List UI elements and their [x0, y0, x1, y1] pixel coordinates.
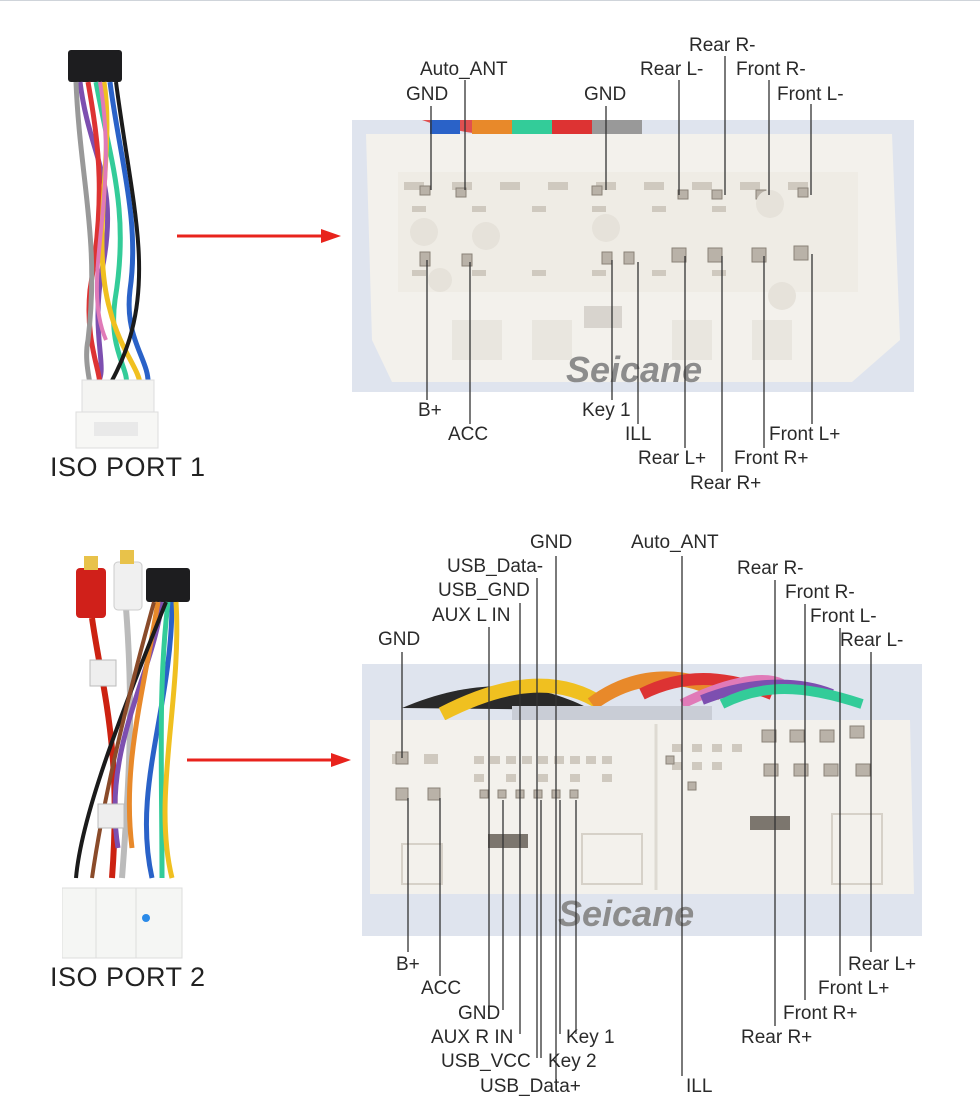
label-front-r-plus: Front R+ [783, 1003, 858, 1024]
label-key-2: Key 2 [548, 1051, 597, 1072]
label-front-l-minus: Front L- [810, 606, 877, 627]
connector-2-image: Seicane [362, 664, 922, 936]
label-auto-ant: Auto_ANT [631, 532, 719, 553]
label-front-l-plus: Front L+ [818, 978, 890, 999]
label-ill: ILL [625, 424, 652, 445]
label-rear-r-minus: Rear R- [689, 35, 756, 56]
label-usb-data-minus: USB_Data- [447, 556, 544, 577]
label-front-l-minus: Front L- [777, 84, 844, 105]
label-gnd: GND [530, 532, 573, 553]
label-key-1: Key 1 [566, 1027, 615, 1048]
label-gnd: GND [406, 84, 449, 105]
label-key-1: Key 1 [582, 400, 631, 421]
label-usb-vcc: USB_VCC [441, 1051, 531, 1072]
label-b-plus: B+ [396, 954, 420, 975]
label-front-r-minus: Front R- [785, 582, 855, 603]
label-aux-r-in: AUX R IN [431, 1027, 514, 1048]
connector-1-image: Seicane [352, 120, 914, 392]
harness-2-image [62, 550, 190, 959]
label-rear-r-plus: Rear R+ [690, 473, 762, 494]
label-usb-gnd: USB_GND [438, 580, 530, 601]
label-gnd: GND [458, 1003, 501, 1024]
label-aux-l-in: AUX L IN [432, 605, 511, 626]
arrow-icon [187, 753, 351, 767]
label-rear-r-plus: Rear R+ [741, 1027, 813, 1048]
watermark-2: Seicane [558, 893, 694, 934]
label-gnd: GND [584, 84, 627, 105]
port-2-title: ISO PORT 2 [50, 962, 206, 992]
connector-1-leaders [426, 56, 813, 472]
label-usb-data-plus: USB_Data+ [480, 1076, 581, 1097]
label-front-r-minus: Front R- [736, 59, 806, 80]
label-auto-ant: Auto_ANT [420, 59, 508, 80]
label-rear-l-minus: Rear L- [640, 59, 704, 80]
top-divider [0, 0, 980, 1]
watermark-1: Seicane [566, 349, 702, 390]
port-1-title: ISO PORT 1 [50, 452, 206, 482]
connector-2-leaders [401, 556, 872, 1082]
label-rear-l-minus: Rear L- [840, 630, 904, 651]
arrow-icon [177, 229, 341, 243]
label-acc: ACC [421, 978, 462, 999]
label-rear-l-plus: Rear L+ [848, 954, 917, 975]
label-front-r-plus: Front R+ [734, 448, 809, 469]
label-rear-l-plus: Rear L+ [638, 448, 707, 469]
label-ill: ILL [686, 1076, 713, 1097]
label-b-plus: B+ [418, 400, 442, 421]
label-rear-r-minus: Rear R- [737, 558, 804, 579]
label-acc: ACC [448, 424, 489, 445]
harness-1-image [68, 50, 159, 449]
label-gnd: GND [378, 629, 421, 650]
label-front-l-plus: Front L+ [769, 424, 841, 445]
